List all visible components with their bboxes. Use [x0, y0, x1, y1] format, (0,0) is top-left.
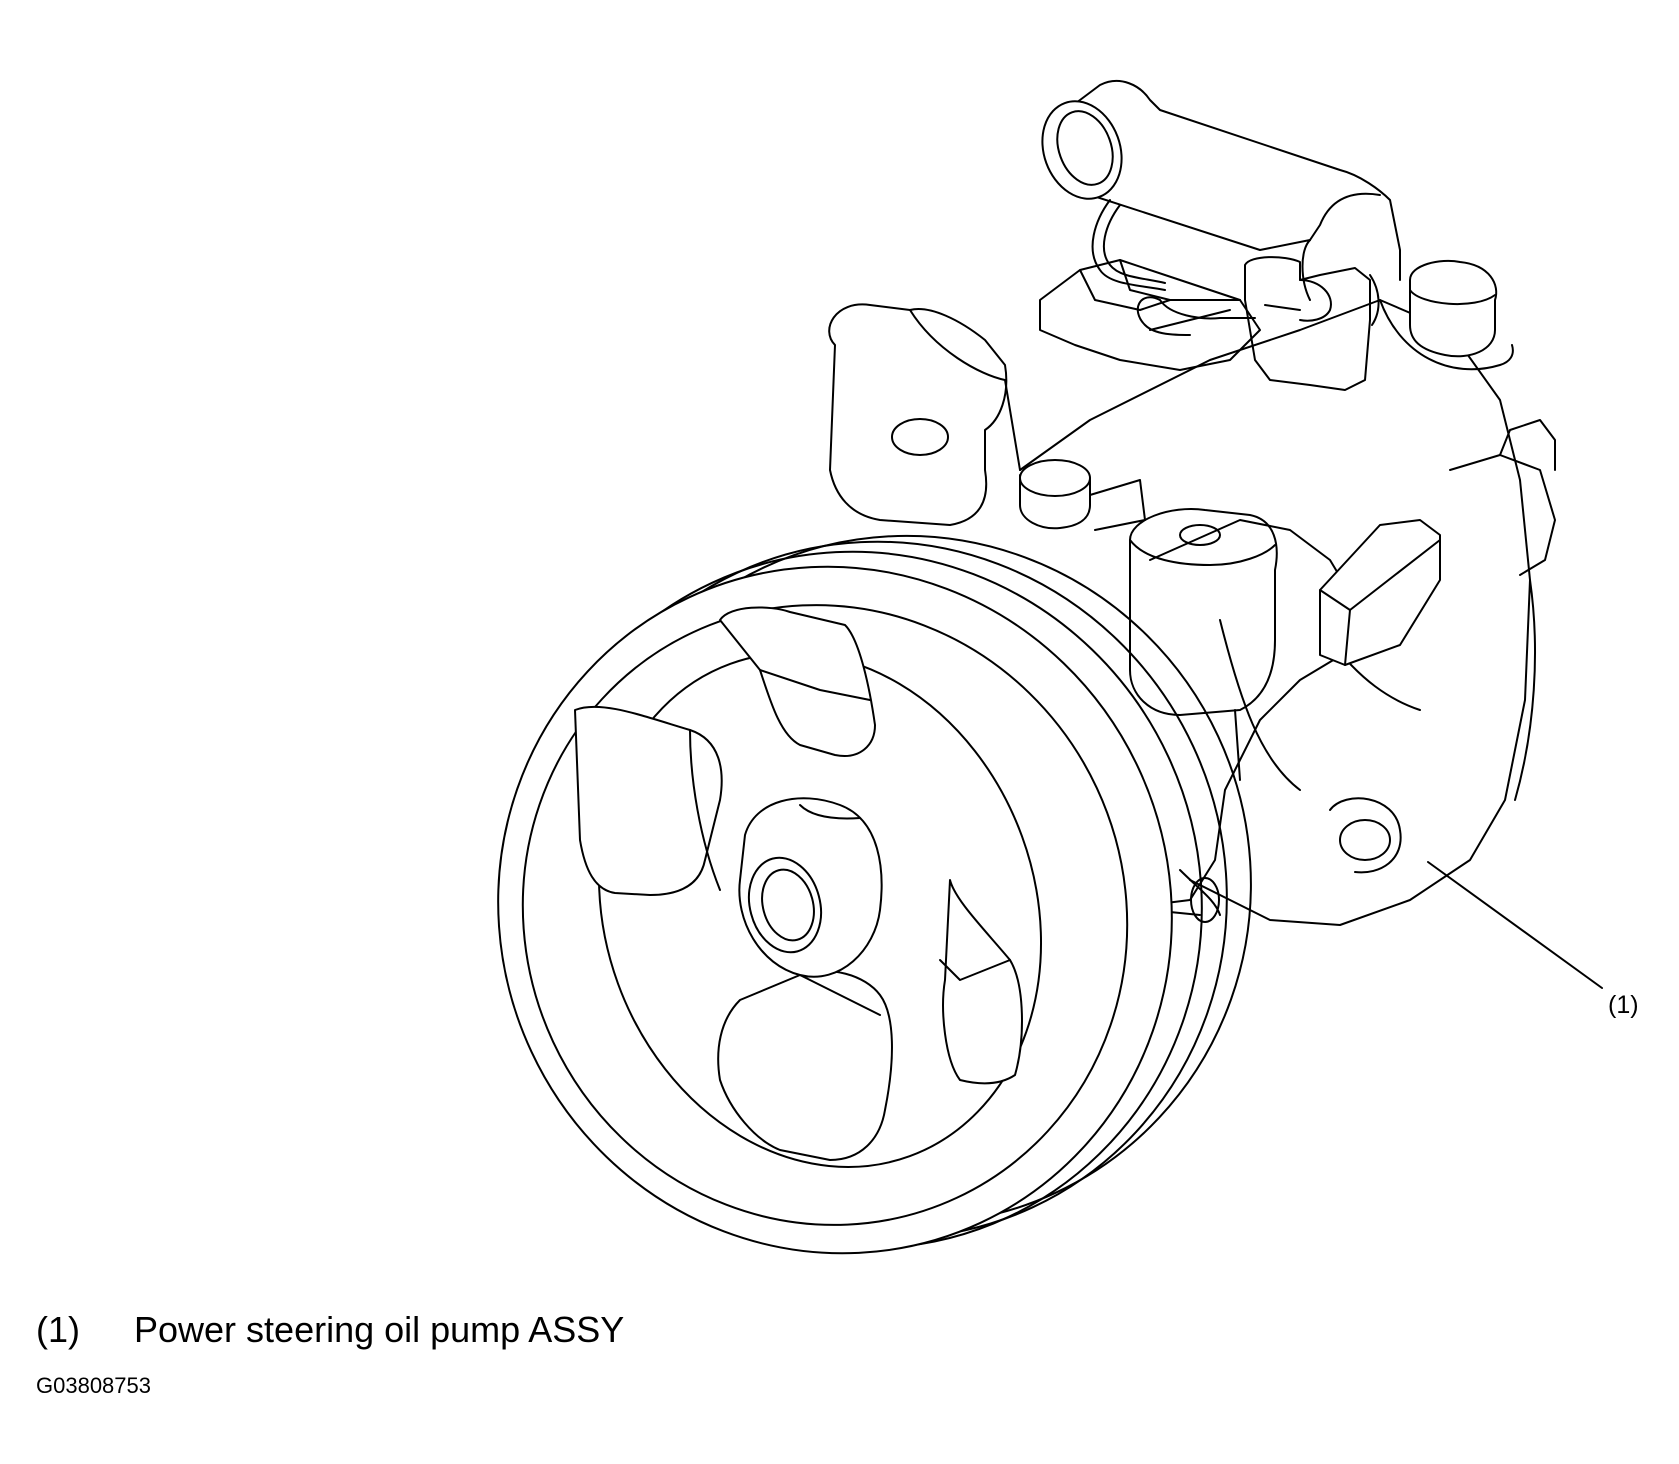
figure-id: G03808753 — [36, 1373, 151, 1398]
callout-leader-line — [1427, 861, 1603, 989]
legend-item-text: Power steering oil pump ASSY — [134, 1309, 625, 1350]
pulley — [497, 534, 1252, 1255]
inlet-pipe — [1041, 80, 1401, 301]
mounting-bracket — [828, 303, 1146, 531]
pressure-switch — [1039, 199, 1380, 391]
legend-item-number: (1) — [36, 1309, 80, 1350]
outlet-fitting — [1129, 508, 1278, 781]
callout-label-1: (1) — [1608, 991, 1639, 1019]
cap-nut — [1379, 259, 1514, 371]
relief-plug — [1319, 519, 1441, 666]
legend: (1) Power steering oil pump ASSY — [36, 1308, 624, 1352]
lower-bosses — [1179, 797, 1402, 923]
pump-body — [1019, 299, 1556, 926]
